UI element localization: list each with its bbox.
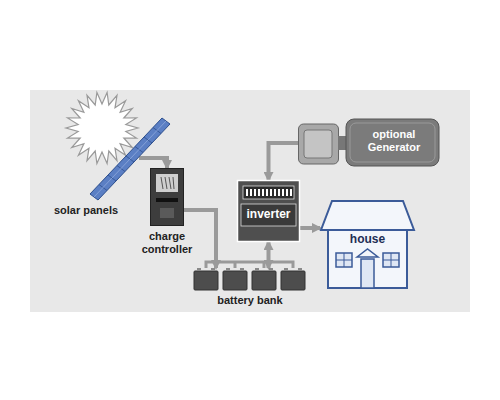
sun-icon	[66, 92, 138, 163]
house-node: house	[320, 200, 415, 290]
inverter-label: inverter	[242, 208, 295, 222]
battery-art	[194, 268, 306, 290]
solar-panel-label: solar panels	[46, 204, 126, 217]
battery-bank-node: battery bank	[194, 268, 306, 290]
connector-arrow	[269, 143, 299, 180]
grey-panel	[30, 90, 470, 312]
connector-arrow	[139, 158, 167, 168]
generator-node: optional Generator	[298, 118, 440, 168]
charge-controller-label: charge controller	[129, 230, 205, 255]
inverter-node: inverter	[237, 180, 300, 242]
battery-bus	[206, 262, 293, 268]
battery-bank-label: battery bank	[194, 294, 306, 307]
charge-controller-art	[150, 168, 184, 226]
connector-arrow	[300, 226, 320, 230]
connector-arrow	[184, 210, 216, 268]
house-label: house	[330, 233, 405, 247]
connector-arrow	[267, 242, 271, 268]
charge-controller-node: charge controller	[150, 168, 184, 226]
generator-label: optional Generator	[356, 128, 432, 153]
